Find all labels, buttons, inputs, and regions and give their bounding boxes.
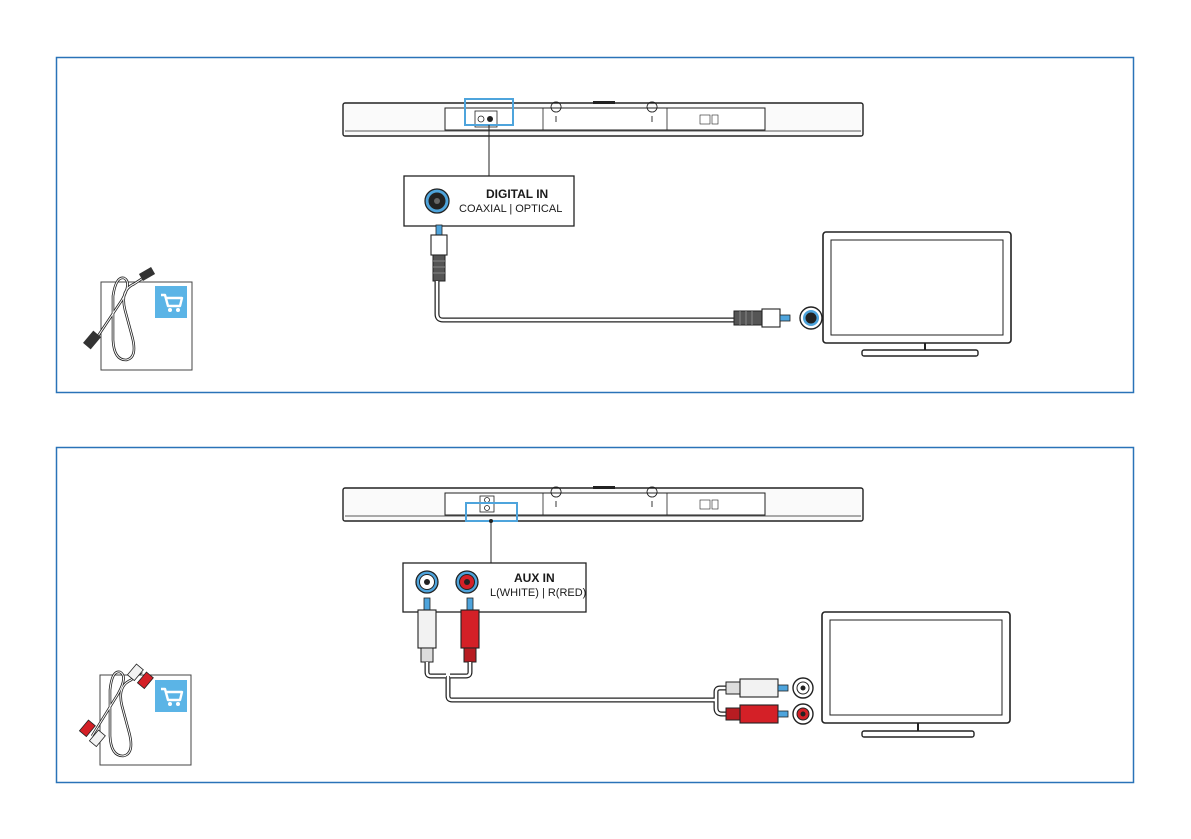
aux-in-port-label: AUX IN L(WHITE) | R(RED)	[403, 563, 586, 612]
rca-cable	[427, 662, 726, 714]
rca-plug-red-horizontal	[726, 705, 788, 723]
soundbar-bottom	[343, 486, 863, 521]
port-subtitle: L(WHITE) | R(RED)	[490, 587, 586, 599]
tv-icon	[823, 232, 1011, 356]
tv-icon	[822, 612, 1010, 737]
shopping-cart-icon	[155, 286, 187, 318]
digital-in-port-label: DIGITAL IN COAXIAL | OPTICAL	[404, 176, 574, 226]
shopping-cart-icon	[155, 680, 187, 712]
accessory-card	[83, 267, 192, 370]
port-title: AUX IN	[514, 571, 555, 585]
coax-plug-horizontal	[734, 309, 790, 327]
coax-plug-vertical	[431, 225, 447, 281]
accessory-card	[79, 664, 191, 765]
soundbar-top	[343, 101, 863, 136]
coax-cable	[437, 281, 734, 320]
port-subtitle: COAXIAL | OPTICAL	[459, 203, 562, 215]
port-title: DIGITAL IN	[486, 187, 548, 201]
rca-plug-white-horizontal	[726, 679, 788, 697]
